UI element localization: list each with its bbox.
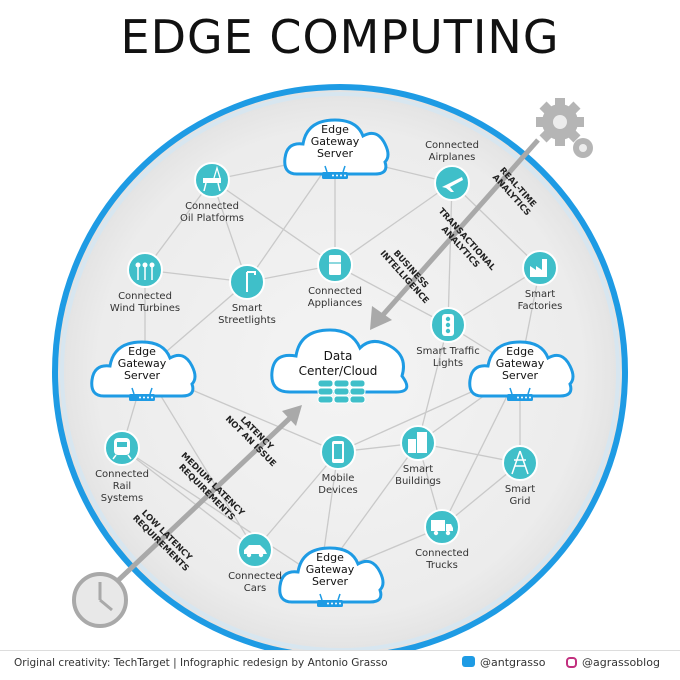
router-icon xyxy=(129,387,155,401)
page-title: EDGE COMPUTING xyxy=(120,10,560,64)
device-label-airplanes: Airplanes xyxy=(429,152,476,163)
device-label-streetlights: Streetlights xyxy=(218,315,276,326)
device-label-airplanes: Connected xyxy=(425,140,479,151)
streetlight-icon xyxy=(246,271,256,292)
device-label-buildings: Buildings xyxy=(395,476,441,487)
gateway-label-line: Server xyxy=(502,369,539,382)
oil-platform-icon xyxy=(203,165,221,192)
gateway-label-line: Server xyxy=(317,147,354,160)
router-icon xyxy=(322,165,348,179)
traffic-light-icon xyxy=(442,314,454,336)
device-label-streetlights: Smart xyxy=(232,303,262,314)
device-label-grid: Smart xyxy=(505,484,535,495)
twitter-handle[interactable]: @antgrasso xyxy=(462,656,545,669)
device-label-trucks: Connected xyxy=(415,548,469,559)
gateway-label-line: Server xyxy=(312,575,349,588)
gateway-label-line: Edge xyxy=(506,345,534,358)
device-label-factories: Smart xyxy=(525,289,555,300)
router-icon xyxy=(507,387,533,401)
device-label-factories: Factories xyxy=(518,301,563,312)
device-label-appliances: Appliances xyxy=(308,298,362,309)
twitter-icon xyxy=(462,656,475,667)
wind-turbine-icon xyxy=(135,262,155,280)
device-label-rail: Rail xyxy=(113,481,131,492)
device-label-oil: Connected xyxy=(185,201,239,212)
gateway-label-line: Server xyxy=(124,369,161,382)
gateway-label-line: Gateway xyxy=(311,135,360,148)
gateway-label-line: Edge xyxy=(128,345,156,358)
power-grid-icon xyxy=(511,450,529,475)
data-center-cloud: Data Center/Cloud xyxy=(270,328,409,404)
data-center-line1: Data xyxy=(324,349,353,363)
gateway-label-line: Edge xyxy=(316,551,344,564)
device-label-appliances: Connected xyxy=(308,286,362,297)
airplane-icon xyxy=(442,177,463,192)
database-icon xyxy=(317,379,366,404)
factory-icon xyxy=(530,259,547,277)
router-icon xyxy=(317,593,343,607)
car-icon xyxy=(244,545,267,558)
instagram-handle[interactable]: @agrassoblog xyxy=(566,656,660,669)
edge-computing-diagram: REAL-TIME ANALYTICS TRANSACTIONAL ANALYT… xyxy=(52,84,628,650)
building-icon xyxy=(408,432,427,453)
device-label-buildings: Smart xyxy=(403,464,433,475)
gateway-label-line: Edge xyxy=(321,123,349,136)
appliance-icon xyxy=(329,255,341,275)
footer: Original creativity: TechTarget | Infogr… xyxy=(0,650,680,680)
instagram-icon xyxy=(566,657,577,668)
gear-icon xyxy=(536,98,593,158)
clock-icon xyxy=(72,572,128,628)
device-label-rail: Connected xyxy=(95,469,149,480)
gateway-label-line: Gateway xyxy=(306,563,355,576)
gateway-label-line: Gateway xyxy=(496,357,545,370)
device-label-grid: Grid xyxy=(510,496,531,507)
device-label-mobile: Mobile xyxy=(322,473,355,484)
device-label-traffic: Lights xyxy=(433,358,463,369)
data-center-line2: Center/Cloud xyxy=(299,364,378,378)
device-label-cars: Connected xyxy=(228,571,282,582)
device-label-trucks: Trucks xyxy=(425,560,458,571)
device-label-mobile: Devices xyxy=(318,485,357,496)
device-label-oil: Oil Platforms xyxy=(180,213,244,224)
device-label-wind: Connected xyxy=(118,291,172,302)
device-label-cars: Cars xyxy=(244,583,266,594)
truck-icon xyxy=(431,520,453,536)
device-label-rail: Systems xyxy=(101,493,144,504)
footer-credit: Original creativity: TechTarget | Infogr… xyxy=(14,657,388,669)
device-label-traffic: Smart Traffic xyxy=(416,346,479,357)
analytics-arrow xyxy=(370,138,540,330)
train-icon xyxy=(112,438,132,460)
gateway-label-line: Gateway xyxy=(118,357,167,370)
device-label-wind: Wind Turbines xyxy=(110,303,180,314)
mobile-device-icon xyxy=(332,441,344,463)
latency-arrow xyxy=(106,405,302,592)
